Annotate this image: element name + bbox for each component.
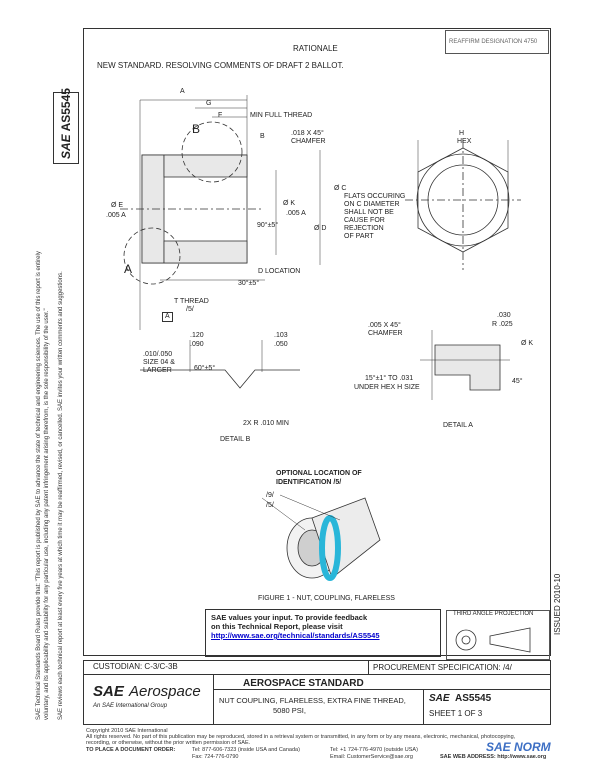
under-hex-2: UNDER HEX H SIZE xyxy=(354,384,420,391)
label-b-big: B xyxy=(192,122,201,136)
dim-120: .120 xyxy=(190,332,204,339)
phi-k-a: Ø K xyxy=(521,340,534,347)
part-title-1: NUT COUPLING, FLARELESS, EXTRA FINE THRE… xyxy=(219,696,406,705)
order-label: TO PLACE A DOCUMENT ORDER: xyxy=(86,747,176,753)
phi-d: Ø D xyxy=(314,225,327,232)
rationale-title: RATIONALE xyxy=(293,44,338,53)
feedback-box: SAE values your input. To provide feedba… xyxy=(205,609,441,657)
note-5: /5/ xyxy=(266,502,274,509)
dim-030: .030 xyxy=(497,312,511,319)
projection-circle-outer xyxy=(455,629,477,651)
reaffirm-box: REAFFIRM DESIGNATION 4750 xyxy=(445,30,549,54)
r-025: R .025 xyxy=(492,321,513,328)
rationale-text: NEW STANDARD. RESOLVING COMMENTS OF DRAF… xyxy=(97,61,344,70)
projection-circle-inner xyxy=(461,635,471,645)
flats-note-5: REJECTION xyxy=(344,225,384,232)
dim-050: .050 xyxy=(274,341,288,348)
copyright: Copyright 2010 SAE International xyxy=(86,728,168,734)
optional-id-1: OPTIONAL LOCATION OF xyxy=(276,470,362,477)
procurement-spec: PROCUREMENT SPECIFICATION: /4/ xyxy=(373,663,512,672)
nut-hatch-bottom xyxy=(163,240,248,264)
size-note-1: .010/.050 xyxy=(143,351,173,358)
detail-b-profile xyxy=(140,369,300,389)
web-address[interactable]: SAE WEB ADDRESS: http://www.sae.org xyxy=(440,754,547,760)
third-angle-box: THIRD ANGLE PROJECTION xyxy=(446,610,550,660)
logo-subtitle: An SAE International Group xyxy=(93,703,168,709)
min-full-thread: MIN FULL THREAD xyxy=(250,112,313,119)
optional-id-2: IDENTIFICATION /5/ xyxy=(276,479,342,486)
projection-cone xyxy=(489,627,531,653)
reaffirm-text: REAFFIRM DESIGNATION 4750 xyxy=(449,39,538,45)
sheet-number: SHEET 1 OF 3 xyxy=(429,709,483,718)
label-a-top: A xyxy=(180,88,185,95)
flats-note-6: OF PART xyxy=(344,233,374,240)
angle-90: 90°±5° xyxy=(257,222,279,229)
rights-2: recording, or otherwise, without the pri… xyxy=(86,740,251,746)
dim-090: .090 xyxy=(190,341,204,348)
detail-a-section xyxy=(434,344,501,391)
note-9: /9/ xyxy=(266,492,274,499)
phi-c: Ø C xyxy=(334,185,347,192)
custodian: CUSTODIAN: C-3/C-3B xyxy=(93,662,178,671)
chamfer-top-1: .018 X 45° xyxy=(291,130,324,137)
flats-note-3: SHALL NOT BE xyxy=(344,209,394,216)
chamfer-a-2: CHAMFER xyxy=(368,330,403,337)
label-g: G xyxy=(206,100,212,107)
chamfer-a-1: .005 X 45° xyxy=(368,322,401,329)
part-title-2: 5080 PSI, xyxy=(273,706,306,715)
d-location: D LOCATION xyxy=(258,268,301,275)
angle-30: 30°±5° xyxy=(238,280,260,287)
figure-caption: FIGURE 1 - NUT, COUPLING, FLARELESS xyxy=(258,595,395,602)
under-hex-1: 15°±1° TO .031 xyxy=(365,375,414,382)
phi-k: Ø K xyxy=(283,200,296,207)
drawing-frame xyxy=(83,28,551,656)
tel-2: Tel: +1 724-776-4970 (outside USA) xyxy=(330,747,418,753)
sae-logo: SAE xyxy=(93,683,124,700)
third-angle-label: THIRD ANGLE PROJECTION xyxy=(453,611,534,617)
label-hex: HEX xyxy=(457,138,472,145)
fax: Fax: 724-776-0790 xyxy=(192,754,239,760)
side-doc-box: SAE AS5545 xyxy=(53,88,79,164)
detail-a-circle xyxy=(123,227,181,285)
tel-1: Tel: 877-606-7323 (inside USA and Canada… xyxy=(192,747,300,753)
rights: All rights reserved. No part of this pub… xyxy=(86,734,516,740)
label-b: B xyxy=(260,133,265,140)
feedback-line-2: on this Technical Report, please visit xyxy=(211,622,343,631)
label-h: H xyxy=(459,130,465,137)
flats-note-2: ON C DIAMETER xyxy=(344,201,400,208)
flats-note-1: FLATS OCCURING xyxy=(344,193,406,200)
dim-103: .103 xyxy=(274,332,288,339)
flats-note-4: CAUSE FOR xyxy=(344,217,385,224)
sae-small-logo: SAE xyxy=(429,693,450,704)
angle-60: 60°±5° xyxy=(194,365,216,372)
datum-a: A xyxy=(162,312,173,322)
detail-b-circle xyxy=(181,121,243,183)
email: Email: CustomerService@sae.org xyxy=(330,754,413,760)
phi-e: Ø E xyxy=(111,202,124,209)
tol-005a: .005 A xyxy=(106,212,126,219)
radius-note: 2X R .010 MIN xyxy=(243,420,289,427)
watermark: SAE NORM xyxy=(486,740,551,754)
doc-number: AS5545 xyxy=(455,693,492,704)
feedback-link[interactable]: http://www.sae.org/technical/standards/A… xyxy=(211,631,380,640)
label-a-left: A xyxy=(124,262,133,276)
nut-hatch-top xyxy=(163,154,248,178)
angle-45: 45° xyxy=(512,378,523,385)
size-note-2: SIZE 04 & xyxy=(143,359,175,366)
feedback-line-1: SAE values your input. To provide feedba… xyxy=(211,613,368,622)
aerospace-logo: Aerospace xyxy=(129,683,201,700)
identification-ring xyxy=(319,515,341,581)
title-block: CUSTODIAN: C-3/C-3B PROCUREMENT SPECIFIC… xyxy=(83,660,551,726)
t-thread-note: /5/ xyxy=(186,306,194,313)
detail-b-label: DETAIL B xyxy=(220,436,251,443)
standard-title: AEROSPACE STANDARD xyxy=(243,678,364,689)
t-thread: T THREAD xyxy=(174,298,209,305)
tol-005a-k: .005 A xyxy=(286,210,306,217)
size-note-3: LARGER xyxy=(143,367,172,374)
chamfer-top-2: CHAMFER xyxy=(291,138,326,145)
label-f: F xyxy=(218,112,223,119)
detail-a-label: DETAIL A xyxy=(443,422,473,429)
